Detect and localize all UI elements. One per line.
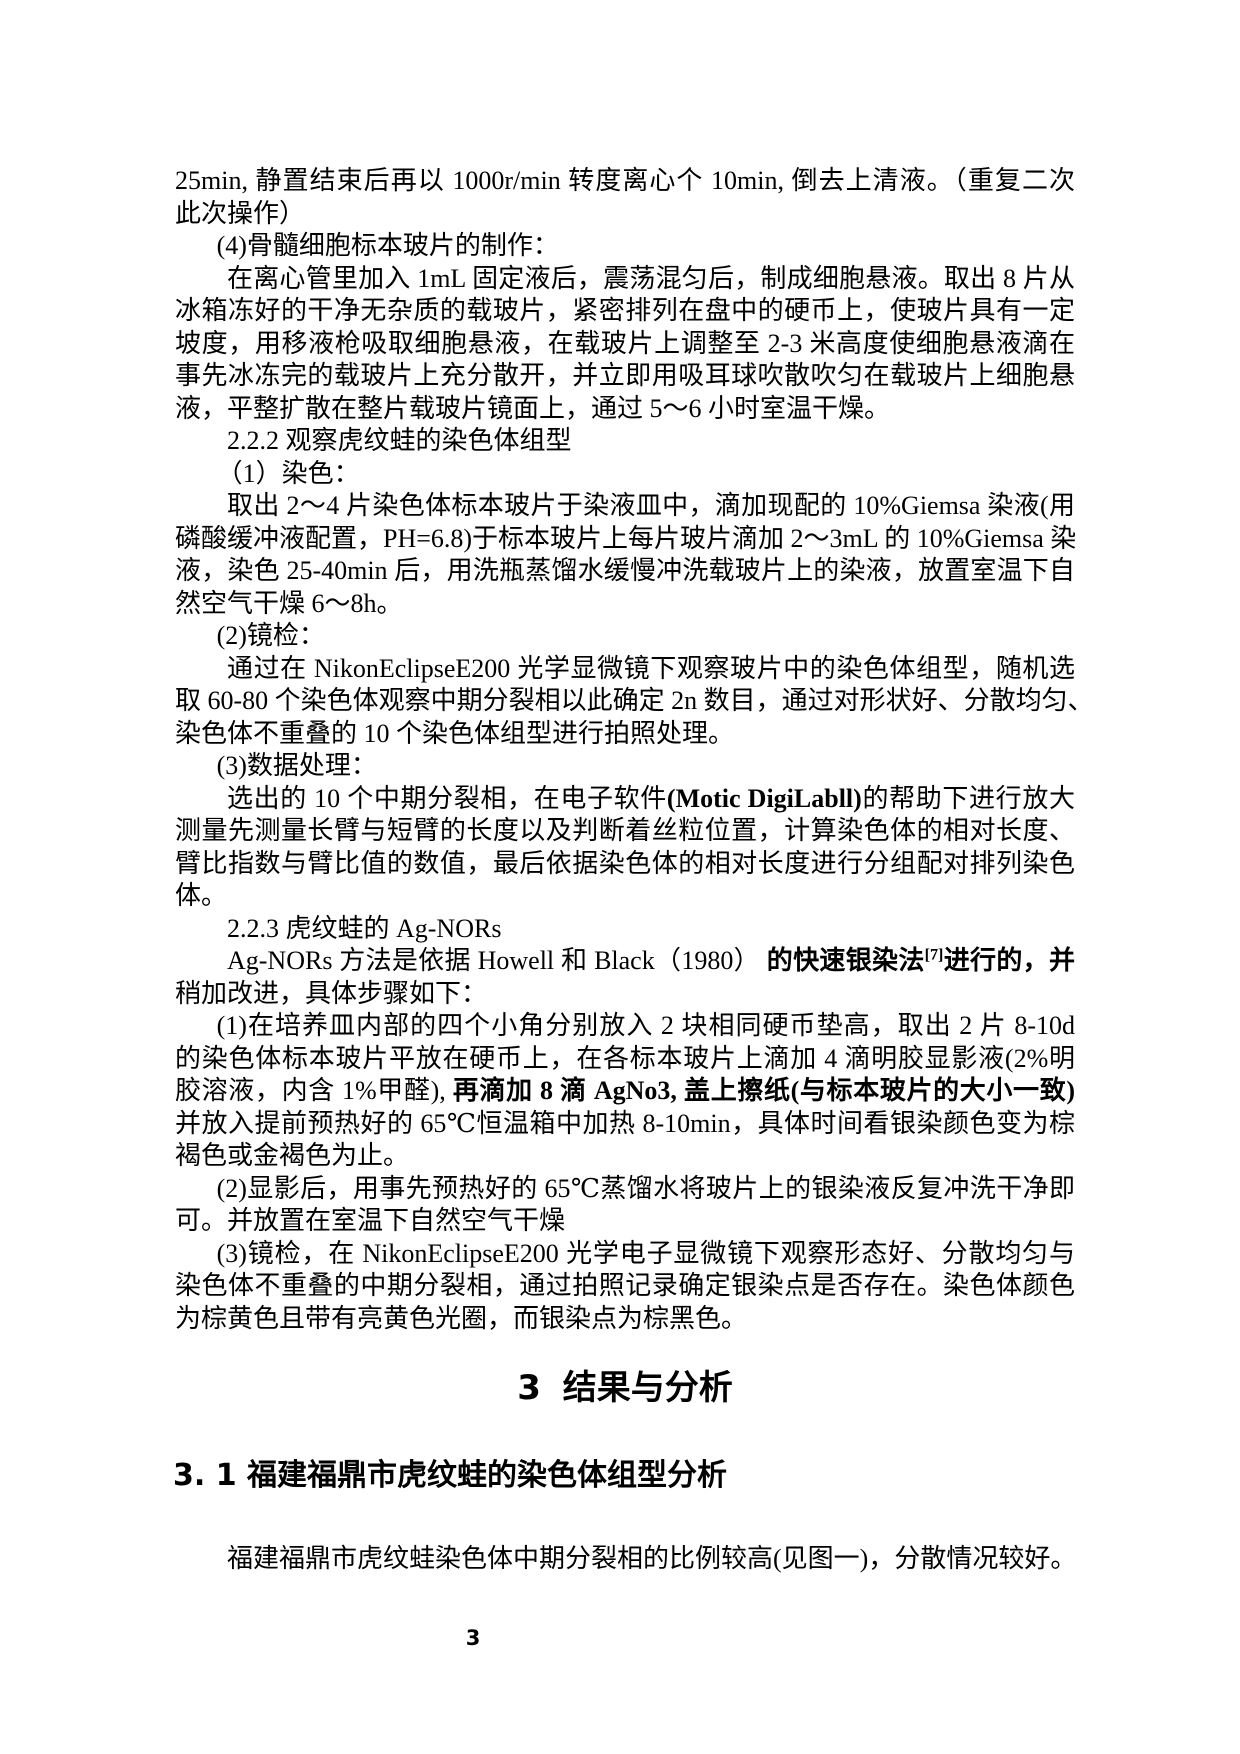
- text-segment: (2)显影后，用事先预热好的 65℃蒸馏水将玻片上的银染液反复冲洗干净即: [216, 1173, 1075, 1203]
- text-line: Ag-NORs 方法是依据 Howell 和 Black（1980） 的快速银染…: [175, 945, 1075, 978]
- text-line: 测量先测量长臂与短臂的长度以及判断着丝粒位置，计算染色体的相对长度、: [175, 815, 1075, 848]
- text-line: (1)在培养皿内部的四个小角分别放入 2 块相同硬币垫高，取出 2 片 8-10…: [175, 1010, 1075, 1043]
- text-segment: 液，染色 25-40min 后，用洗瓶蒸馏水缓慢冲洗载玻片上的染液，放置室温下自: [175, 556, 1075, 585]
- text-segment: 可。并放置在室温下自然空气干燥: [175, 1206, 566, 1235]
- text-segment: 取 60-80 个染色体观察中期分裂相以此确定 2n 数目，通过对形状好、分散均…: [175, 686, 1094, 715]
- text-line: (3)镜检，在 NikonEclipseE200 光学电子显微镜下观察形态好、分…: [175, 1238, 1075, 1271]
- text-segment: 的快速银染法: [766, 946, 925, 975]
- text-line: 并放入提前预热好的 65℃恒温箱中加热 8-10min，具体时间看银染颜色变为棕: [175, 1108, 1075, 1141]
- text-segment: (4)骨髓细胞标本玻片的制作：: [216, 231, 559, 260]
- text-segment: 的染色体标本玻片平放在硬币上，在各标本玻片上滴加 4 滴明胶显影液(2%明: [175, 1043, 1075, 1073]
- text-line: 坡度，用移液枪吸取细胞悬液，在载玻片上调整至 2-3 米高度使细胞悬液滴在: [175, 328, 1075, 361]
- text-segment: 测量先测量长臂与短臂的长度以及判断着丝粒位置，计算染色体的相对长度、: [175, 816, 1075, 845]
- text-line: 染色体不重叠的中期分裂相，通过拍照记录确定银染点是否存在。染色体颜色: [175, 1270, 1075, 1303]
- text-segment: (1)在培养皿内部的四个小角分别放入 2 块相同硬币垫高，取出 2 片 8-10…: [216, 1011, 1075, 1040]
- text-segment: 取出 2～4 片染色体标本玻片于染液皿中，滴加现配的 10%Giemsa 染液(…: [227, 491, 1075, 520]
- text-segment: 此次操作）: [175, 198, 306, 228]
- text-segment: 进行的，并: [943, 946, 1075, 975]
- text-line: 在离心管里加入 1mL 固定液后，震荡混匀后，制成细胞悬液。取出 8 片从: [175, 263, 1075, 296]
- text-segment: 稍加改进，具体步骤如下：: [175, 978, 488, 1008]
- text-line: 选出的 10 个中期分裂相，在电子软件(Motic DigiLabll)的帮助下…: [175, 783, 1075, 816]
- text-line: 臂比指数与臂比值的数值，最后依据染色体的相对长度进行分组配对排列染色: [175, 848, 1075, 881]
- text-segment: 磷酸缓冲液配置，PH=6.8)于标本玻片上每片玻片滴加 2～3mL 的 10%G…: [175, 523, 1077, 553]
- subsection-heading-karyotype: 3. 1 福建福鼎市虎纹蛙的染色体组型分析: [173, 1458, 728, 1493]
- text-line: 液，染色 25-40min 后，用洗瓶蒸馏水缓慢冲洗载玻片上的染液，放置室温下自: [175, 555, 1075, 588]
- text-line: (4)骨髓细胞标本玻片的制作：: [175, 230, 1075, 263]
- text-segment: 在离心管里加入 1mL 固定液后，震荡混匀后，制成细胞悬液。取出 8 片从: [227, 263, 1075, 293]
- text-segment: 2.2.3 虎纹蛙的 Ag-NORs: [227, 913, 502, 943]
- text-segment: (Motic DigiLabll): [666, 783, 862, 813]
- text-segment: 坡度，用移液枪吸取细胞悬液，在载玻片上调整至 2-3 米高度使细胞悬液滴在: [175, 328, 1075, 358]
- text-line: 事先冰冻完的载玻片上充分散开，并立即用吸耳球吹散吹匀在载玻片上细胞悬: [175, 360, 1075, 393]
- page-number: 3: [465, 1626, 481, 1650]
- text-segment: 通过在 NikonEclipseE200 光学显微镜下观察玻片中的染色体组型，随…: [227, 653, 1075, 683]
- text-segment: 液，平整扩散在整片载玻片镜面上，通过 5～6 小时室温干燥。: [175, 393, 891, 423]
- text-line: 然空气干燥 6～8h。: [175, 588, 1075, 621]
- text-segment: (2)镜检：: [216, 621, 325, 650]
- text-segment: Ag-NORs 方法是依据 Howell 和 Black（1980）: [227, 946, 767, 975]
- text-line: 体。: [175, 880, 1075, 913]
- text-segment: 并放入提前预热好的 65℃恒温箱中加热 8-10min，具体时间看银染颜色变为棕: [175, 1108, 1075, 1138]
- text-line: 的染色体标本玻片平放在硬币上，在各标本玻片上滴加 4 滴明胶显影液(2%明: [175, 1043, 1075, 1076]
- citation-superscript: [7]: [924, 946, 944, 964]
- text-line: 25min, 静置结束后再以 1000r/min 转度离心个 10min, 倒去…: [175, 165, 1075, 198]
- text-segment: 25min, 静置结束后再以 1000r/min 转度离心个 10min, 倒去…: [175, 166, 1075, 195]
- text-line: (2)镜检：: [175, 620, 1075, 653]
- text-segment: 染色体不重叠的 10 个染色体组型进行拍照处理。: [175, 718, 735, 748]
- text-line: 2.2.2 观察虎纹蛙的染色体组型: [175, 425, 1075, 458]
- text-line: 胶溶液，内含 1%甲醛), 再滴加 8 滴 AgNo3, 盖上擦纸(与标本玻片的…: [175, 1075, 1075, 1108]
- text-line: （1）染色：: [175, 458, 1075, 491]
- text-line: 褐色或金褐色为止。: [175, 1140, 1075, 1173]
- text-segment: 2.2.2 观察虎纹蛙的染色体组型: [227, 426, 572, 455]
- text-segment: 事先冰冻完的载玻片上充分散开，并立即用吸耳球吹散吹匀在载玻片上细胞悬: [175, 361, 1075, 390]
- text-line: (3)数据处理：: [175, 750, 1075, 783]
- text-line: 为棕黄色且带有亮黄色光圈，而银染点为棕黑色。: [175, 1303, 1075, 1336]
- text-segment: 胶溶液，内含 1%甲醛),: [175, 1076, 453, 1105]
- text-line: 取出 2～4 片染色体标本玻片于染液皿中，滴加现配的 10%Giemsa 染液(…: [175, 490, 1075, 523]
- text-segment: 体。: [175, 881, 228, 910]
- text-line: 液，平整扩散在整片载玻片镜面上，通过 5～6 小时室温干燥。: [175, 393, 1075, 426]
- body-text: 25min, 静置结束后再以 1000r/min 转度离心个 10min, 倒去…: [175, 165, 1094, 1336]
- text-segment: 臂比指数与臂比值的数值，最后依据染色体的相对长度进行分组配对排列染色: [175, 848, 1075, 878]
- text-line: 此次操作）: [175, 198, 1075, 231]
- text-segment: 为棕黄色且带有亮黄色光圈，而银染点为棕黑色。: [175, 1303, 748, 1333]
- text-line: 染色体不重叠的 10 个染色体组型进行拍照处理。: [175, 718, 1075, 751]
- text-segment: 再滴加 8 滴 AgNo3, 盖上擦纸(与标本玻片的大小一致): [452, 1076, 1075, 1105]
- text-line: 磷酸缓冲液配置，PH=6.8)于标本玻片上每片玻片滴加 2～3mL 的 10%G…: [175, 523, 1077, 556]
- text-line: 冰箱冻好的干净无杂质的载玻片，紧密排列在盘中的硬币上，使玻片具有一定: [175, 295, 1075, 328]
- text-segment: 褐色或金褐色为止。: [175, 1141, 410, 1170]
- text-line: 稍加改进，具体步骤如下：: [175, 978, 1075, 1011]
- text-segment: (3)数据处理：: [216, 751, 377, 780]
- text-line: (2)显影后，用事先预热好的 65℃蒸馏水将玻片上的银染液反复冲洗干净即: [175, 1173, 1075, 1206]
- text-segment: (3)镜检，在 NikonEclipseE200 光学电子显微镜下观察形态好、分…: [216, 1238, 1075, 1268]
- text-segment: 选出的 10 个中期分裂相，在电子软件: [227, 783, 667, 813]
- text-segment: 冰箱冻好的干净无杂质的载玻片，紧密排列在盘中的硬币上，使玻片具有一定: [175, 296, 1075, 325]
- results-intro-paragraph: 福建福鼎市虎纹蛙染色体中期分裂相的比例较高(见图一)，分散情况较好。: [227, 1544, 1077, 1573]
- text-line: 取 60-80 个染色体观察中期分裂相以此确定 2n 数目，通过对形状好、分散均…: [175, 685, 1094, 718]
- text-line: 2.2.3 虎纹蛙的 Ag-NORs: [175, 913, 1075, 946]
- text-line: 通过在 NikonEclipseE200 光学显微镜下观察玻片中的染色体组型，随…: [175, 653, 1075, 686]
- section-heading-results: 3 结果与分析: [517, 1368, 733, 1408]
- text-segment: 的帮助下进行放大: [861, 783, 1075, 813]
- text-segment: 染色体不重叠的中期分裂相，通过拍照记录确定银染点是否存在。染色体颜色: [175, 1271, 1075, 1300]
- text-segment: 然空气干燥 6～8h。: [175, 588, 403, 618]
- text-segment: （1）染色：: [216, 458, 360, 488]
- text-line: 可。并放置在室温下自然空气干燥: [175, 1205, 1075, 1238]
